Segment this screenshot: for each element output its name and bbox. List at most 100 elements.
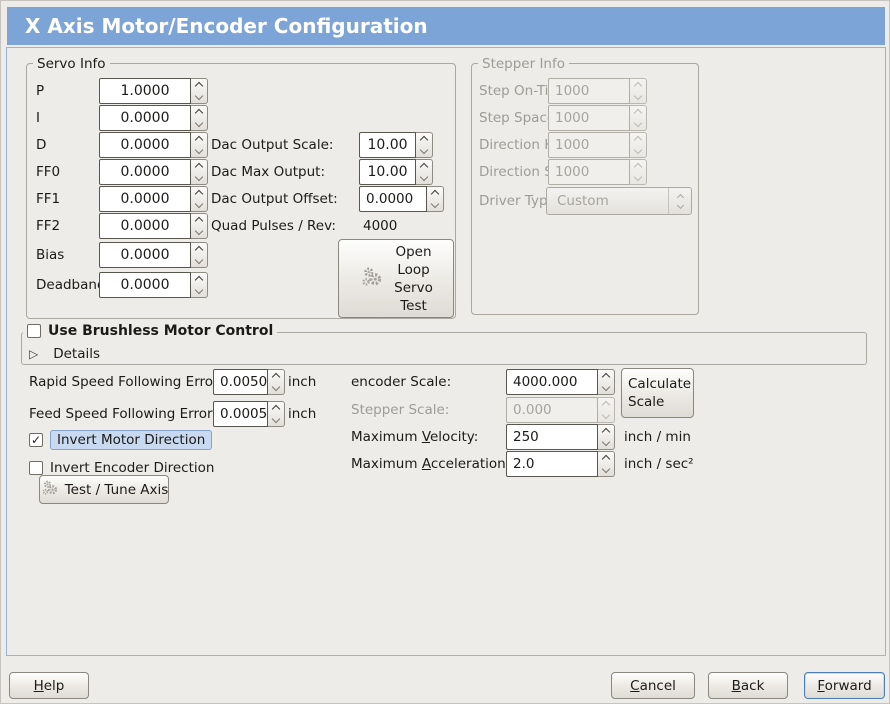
- servo-d-spin-buttons[interactable]: [191, 132, 208, 158]
- invert-motor-label[interactable]: Invert Motor Direction: [50, 430, 213, 450]
- servo-ff2-input[interactable]: 0.0000: [99, 213, 191, 239]
- use-brushless-label: Use Brushless Motor Control: [48, 323, 274, 339]
- test-tune-axis-button[interactable]: Test / Tune Axis: [39, 475, 169, 504]
- servo-bias-input[interactable]: 0.0000: [99, 242, 191, 268]
- servo-ff1-spinbox[interactable]: 0.0000: [99, 186, 208, 212]
- page-title: X Axis Motor/Encoder Configuration: [7, 7, 885, 45]
- max-accel-spinbox[interactable]: 2.0: [506, 451, 615, 477]
- servo-ff1-label: FF1: [36, 191, 61, 207]
- servo-d-spinbox[interactable]: 0.0000: [99, 132, 208, 158]
- servo-deadband-input[interactable]: 0.0000: [99, 272, 191, 298]
- rapid-ferror-label: Rapid Speed Following Error:: [29, 374, 223, 390]
- servo-p-input[interactable]: 1.0000: [99, 78, 191, 104]
- rapid-ferror-spinbox[interactable]: 0.0050: [213, 369, 285, 395]
- use-brushless-checkbox[interactable]: [27, 324, 41, 338]
- servo-bias-spin-buttons[interactable]: [191, 242, 208, 268]
- feed-ferror-input[interactable]: 0.0005: [213, 401, 268, 427]
- brushless-frame: [21, 332, 867, 365]
- direction-hold-spinbox: 1000: [548, 132, 647, 158]
- stepper-info-legend: Stepper Info: [478, 56, 570, 72]
- servo-i-spinbox[interactable]: 0.0000: [99, 105, 208, 131]
- servo-ff2-spinbox[interactable]: 0.0000: [99, 213, 208, 239]
- max-velocity-input[interactable]: 250: [506, 424, 598, 450]
- servo-bias-label: Bias: [36, 247, 65, 263]
- back-label: Back: [731, 677, 765, 694]
- invert-encoder-checkbox[interactable]: [29, 461, 43, 475]
- forward-button[interactable]: Forward: [804, 672, 885, 699]
- back-button[interactable]: Back: [708, 672, 788, 699]
- stepper-scale-input: 0.000: [506, 397, 598, 423]
- test-tune-axis-label: Test / Tune Axis: [64, 481, 169, 498]
- brushless-legend: Use Brushless Motor Control: [23, 323, 278, 339]
- help-label: Help: [33, 677, 65, 694]
- servo-p-spin-buttons[interactable]: [191, 78, 208, 104]
- servo-ff1-spin-buttons[interactable]: [191, 186, 208, 212]
- encoder-scale-input[interactable]: 4000.000: [506, 369, 598, 395]
- rapid-ferror-spin-buttons[interactable]: [268, 369, 285, 395]
- dac-output-offset-spin-buttons[interactable]: [427, 186, 444, 212]
- servo-deadband-spin-buttons[interactable]: [191, 272, 208, 298]
- max-accel-unit: inch / sec²: [624, 456, 694, 472]
- max-velocity-unit: inch / min: [624, 429, 691, 445]
- servo-deadband-spinbox[interactable]: 0.0000: [99, 272, 208, 298]
- quad-pulses-value: 4000: [363, 218, 398, 234]
- dac-max-output-input[interactable]: 10.00: [359, 159, 416, 185]
- step-on-time-spin-buttons: [630, 78, 647, 104]
- dac-output-offset-spinbox[interactable]: 0.0000: [359, 186, 444, 212]
- dac-output-scale-input[interactable]: 10.00: [359, 132, 416, 158]
- encoder-scale-label: encoder Scale:: [351, 374, 452, 390]
- step-space-input: 1000: [548, 105, 630, 131]
- max-velocity-spin-buttons[interactable]: [598, 424, 615, 450]
- servo-d-input[interactable]: 0.0000: [99, 132, 191, 158]
- servo-bias-spinbox[interactable]: 0.0000: [99, 242, 208, 268]
- gears-icon: [40, 478, 60, 502]
- encoder-scale-spin-buttons[interactable]: [598, 369, 615, 395]
- dac-output-scale-spin-buttons[interactable]: [416, 132, 433, 158]
- servo-ff0-spinbox[interactable]: 0.0000: [99, 159, 208, 185]
- help-button[interactable]: Help: [9, 672, 89, 699]
- step-space-label: Step Space: [479, 110, 556, 126]
- servo-ff2-label: FF2: [36, 218, 61, 234]
- driver-type-select: Custom: [546, 187, 692, 215]
- servo-ff2-spin-buttons[interactable]: [191, 213, 208, 239]
- dac-output-offset-input[interactable]: 0.0000: [359, 186, 427, 212]
- dac-output-scale-spinbox[interactable]: 10.00: [359, 132, 433, 158]
- max-accel-spin-buttons[interactable]: [598, 451, 615, 477]
- driver-type-label: Driver Type:: [479, 193, 561, 209]
- servo-p-spinbox[interactable]: 1.0000: [99, 78, 208, 104]
- invert-motor-checkbox[interactable]: ✓: [29, 433, 43, 447]
- dac-max-output-spinbox[interactable]: 10.00: [359, 159, 433, 185]
- dac-max-output-spin-buttons[interactable]: [416, 159, 433, 185]
- feed-ferror-label: Feed Speed Following Error:: [29, 406, 217, 422]
- servo-ff0-label: FF0: [36, 164, 61, 180]
- feed-ferror-unit: inch: [288, 406, 317, 422]
- step-on-time-label: Step On-Time: [479, 83, 570, 99]
- calculate-scale-button[interactable]: Calculate Scale: [621, 368, 694, 418]
- quad-pulses-label: Quad Pulses / Rev:: [211, 218, 336, 234]
- max-velocity-spinbox[interactable]: 250: [506, 424, 615, 450]
- details-label: Details: [53, 346, 101, 362]
- direction-setup-spin-buttons: [630, 159, 647, 185]
- invert-encoder-label[interactable]: Invert Encoder Direction: [50, 460, 215, 476]
- cancel-button[interactable]: Cancel: [611, 672, 695, 699]
- servo-ff1-input[interactable]: 0.0000: [99, 186, 191, 212]
- servo-i-spin-buttons[interactable]: [191, 105, 208, 131]
- servo-ff0-spin-buttons[interactable]: [191, 159, 208, 185]
- details-expander[interactable]: ▷ Details: [29, 343, 100, 365]
- feed-ferror-spin-buttons[interactable]: [268, 401, 285, 427]
- dac-output-offset-label: Dac Output Offset:: [211, 191, 338, 207]
- step-on-time-input: 1000: [548, 78, 630, 104]
- open-loop-servo-test-button[interactable]: Open Loop Servo Test: [338, 239, 454, 318]
- content-panel: [6, 47, 886, 656]
- rapid-ferror-unit: inch: [288, 374, 317, 390]
- servo-i-input[interactable]: 0.0000: [99, 105, 191, 131]
- feed-ferror-spinbox[interactable]: 0.0005: [213, 401, 285, 427]
- gears-icon: [359, 264, 385, 294]
- max-velocity-label: Maximum Velocity:: [351, 429, 479, 445]
- rapid-ferror-input[interactable]: 0.0050: [213, 369, 268, 395]
- servo-ff0-input[interactable]: 0.0000: [99, 159, 191, 185]
- max-accel-input[interactable]: 2.0: [506, 451, 598, 477]
- step-on-time-spinbox: 1000: [548, 78, 647, 104]
- encoder-scale-spinbox[interactable]: 4000.000: [506, 369, 615, 395]
